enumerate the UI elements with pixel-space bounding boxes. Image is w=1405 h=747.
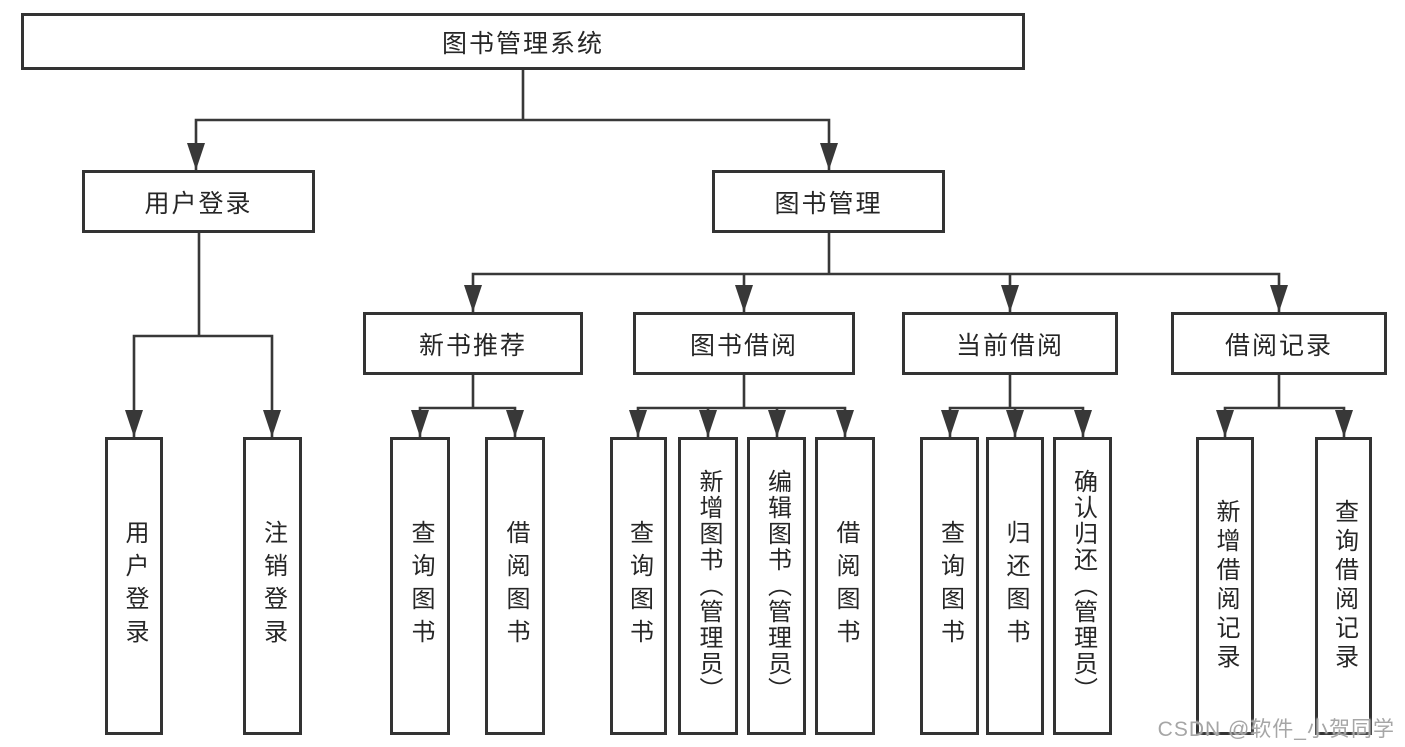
leaf-add-book-admin: 新增图书（管理员）: [678, 437, 738, 735]
leaf-user-login: 用户登录: [105, 437, 163, 735]
arrowhead: [506, 410, 524, 437]
leaf-edit-book-admin: 编辑图书（管理员）: [747, 437, 806, 735]
node-user-login-label: 用户登录: [144, 189, 253, 218]
edge-book-borrow-to-leaves: [636, 375, 847, 437]
arrowhead: [411, 410, 429, 437]
arrowhead: [699, 410, 717, 437]
leaf-query-book-borrow-label: 查询图书: [625, 520, 653, 652]
leaf-add-book-admin-label: 新增图书（管理员）: [695, 469, 722, 703]
arrowhead: [941, 410, 959, 437]
arrowhead: [836, 410, 854, 437]
node-borrow-records-label: 借阅记录: [1224, 331, 1333, 360]
leaf-logout-login-label: 注销登录: [259, 520, 287, 652]
leaf-confirm-return-admin-label: 确认归还（管理员）: [1069, 469, 1097, 703]
leaf-return-book-label: 归还图书: [1002, 520, 1029, 652]
node-current-borrow: 当前借阅: [902, 312, 1118, 375]
edge-book-management-to-level3: [471, 232, 1281, 312]
watermark-text: CSDN @软件_小贺同学: [1157, 718, 1395, 741]
edge-paths: [132, 70, 1346, 437]
node-borrow-records: 借阅记录: [1171, 312, 1387, 375]
arrowhead: [263, 410, 281, 437]
node-book-borrow-label: 图书借阅: [689, 331, 798, 360]
arrowhead: [1001, 285, 1019, 312]
edge-borrow-records-to-leaves: [1223, 375, 1346, 437]
arrowhead: [1270, 285, 1288, 312]
leaf-borrow-book-recommend: 借阅图书: [485, 437, 545, 735]
leaf-edit-book-admin-label: 编辑图书（管理员）: [763, 469, 791, 703]
leaf-borrow-book-recommend-label: 借阅图书: [502, 520, 529, 652]
leaf-query-book-recommend: 查询图书: [390, 437, 450, 735]
node-root-label: 图书管理系统: [441, 29, 604, 58]
arrowhead: [735, 285, 753, 312]
edge-current-borrow-to-leaves: [948, 375, 1085, 437]
arrowhead: [629, 410, 647, 437]
node-book-borrow: 图书借阅: [633, 312, 855, 375]
leaf-query-book-current: 查询图书: [920, 437, 979, 735]
arrowhead: [125, 410, 143, 437]
leaf-query-book-borrow: 查询图书: [610, 437, 667, 735]
leaf-query-borrow-record: 查询借阅记录: [1315, 437, 1372, 735]
node-new-book-recommend-label: 新书推荐: [418, 331, 527, 360]
node-current-borrow-label: 当前借阅: [955, 331, 1064, 360]
node-root: 图书管理系统: [21, 13, 1025, 70]
leaf-borrow-book: 借阅图书: [815, 437, 875, 735]
leaf-query-book-recommend-label: 查询图书: [407, 520, 434, 652]
leaf-borrow-book-label: 借阅图书: [832, 520, 859, 652]
leaf-add-borrow-record: 新增借阅记录: [1196, 437, 1254, 735]
leaf-confirm-return-admin: 确认归还（管理员）: [1053, 437, 1112, 735]
leaf-add-borrow-record-label: 新增借阅记录: [1212, 499, 1239, 673]
edge-user-login-to-leaves: [132, 233, 274, 437]
arrowhead: [464, 285, 482, 312]
node-user-login: 用户登录: [82, 170, 315, 233]
edge-new-book-recommend-to-leaves: [418, 375, 517, 437]
node-new-book-recommend: 新书推荐: [363, 312, 583, 375]
node-book-management-label: 图书管理: [774, 189, 883, 218]
leaf-logout-login: 注销登录: [243, 437, 302, 735]
leaf-query-borrow-record-label: 查询借阅记录: [1330, 499, 1358, 673]
leaf-user-login-label: 用户登录: [121, 520, 148, 652]
arrowhead: [820, 143, 838, 170]
leaf-query-book-current-label: 查询图书: [936, 520, 964, 652]
node-book-management: 图书管理: [712, 170, 945, 233]
edge-root-to-level2: [194, 70, 831, 170]
arrowhead: [1006, 410, 1024, 437]
arrowhead: [1216, 410, 1234, 437]
arrowhead: [187, 143, 205, 170]
leaf-return-book: 归还图书: [986, 437, 1044, 735]
arrowhead: [768, 410, 786, 437]
arrowhead: [1335, 410, 1353, 437]
arrowhead: [1074, 410, 1092, 437]
